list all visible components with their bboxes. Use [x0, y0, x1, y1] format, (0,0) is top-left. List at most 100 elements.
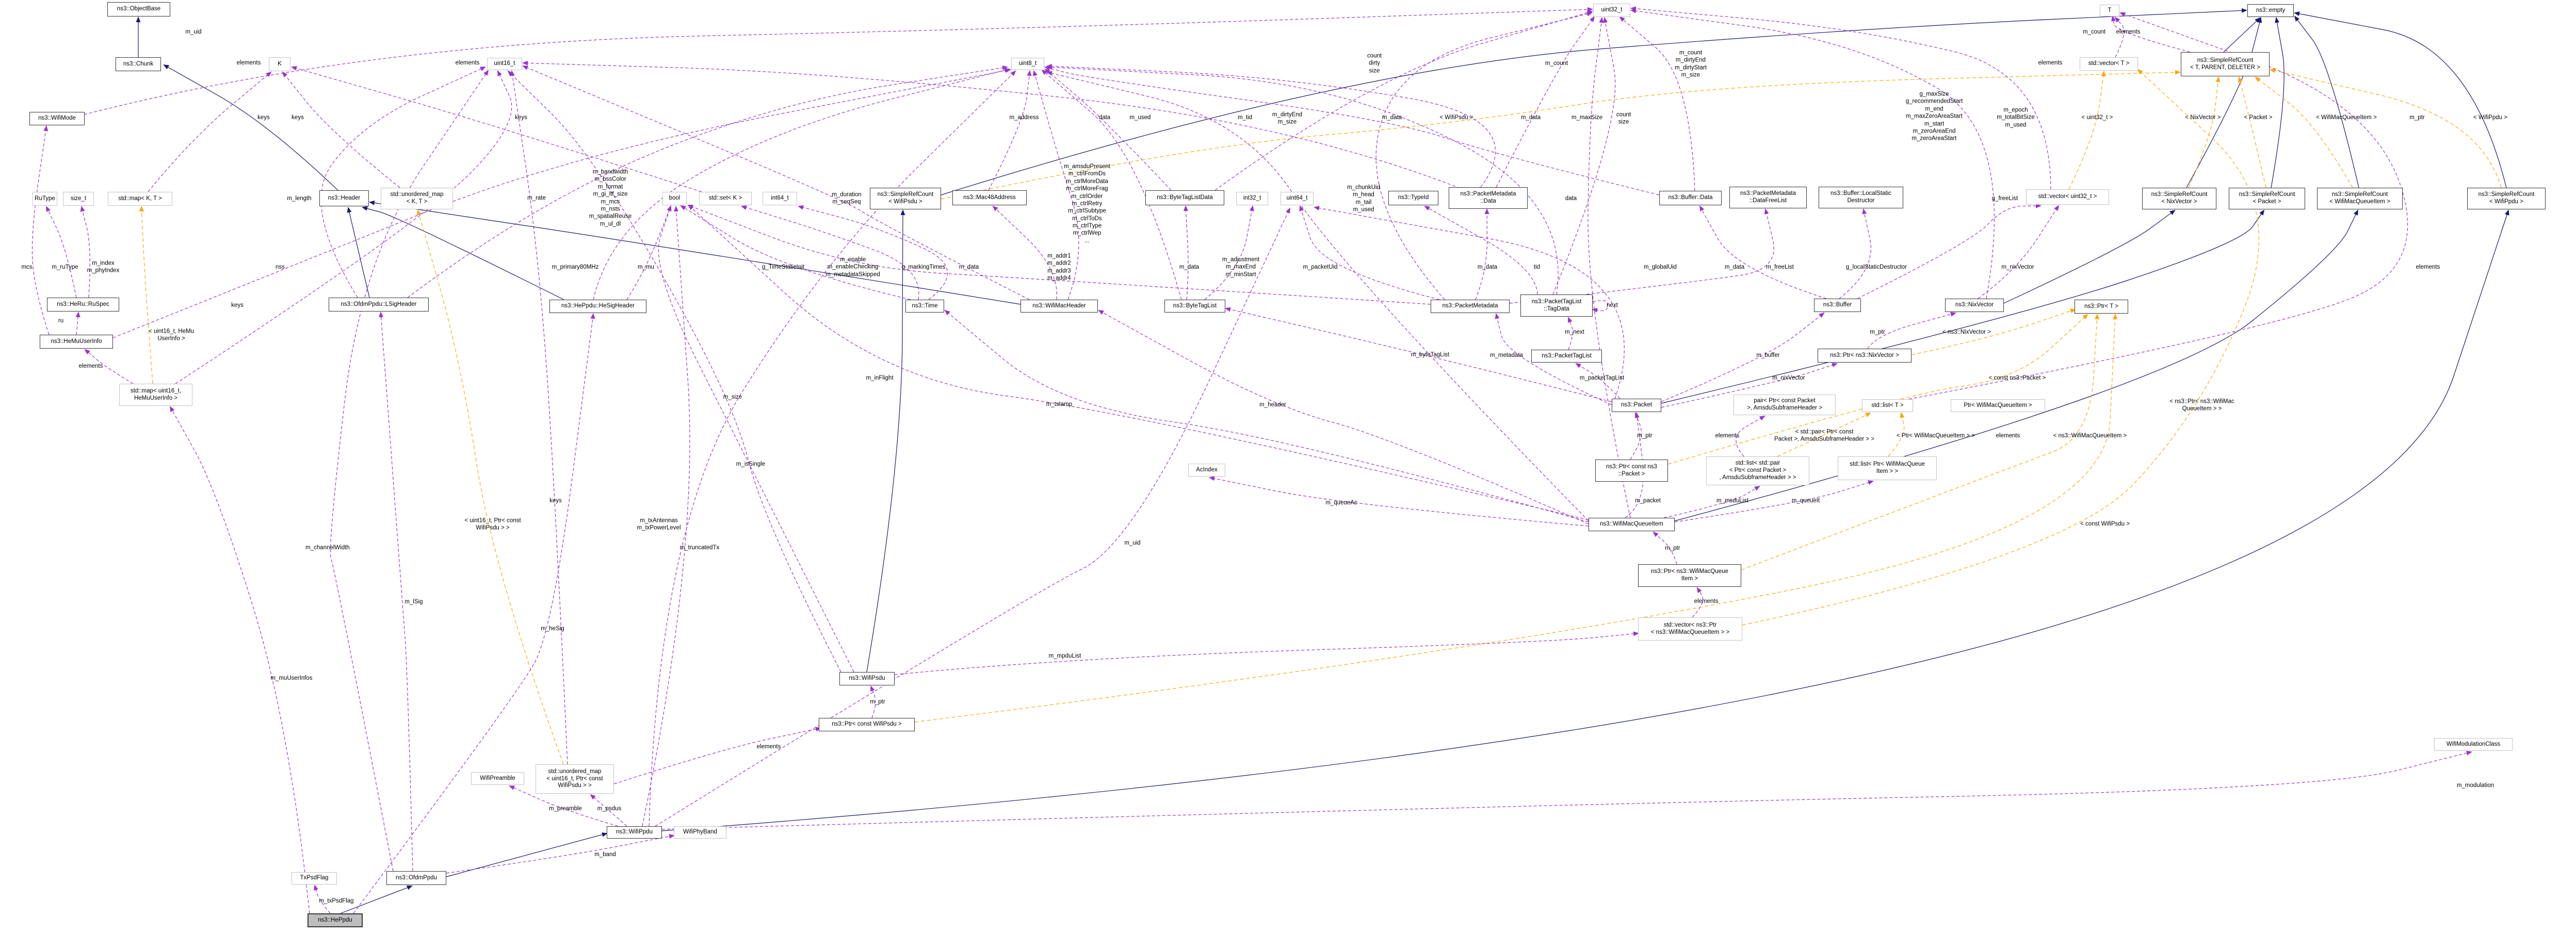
- class-node-typeid[interactable]: ns3::TypeId: [1388, 191, 1438, 205]
- class-node-buf_data[interactable]: ns3::Buffer::Data: [1659, 191, 1722, 205]
- class-node-bool_box[interactable]: bool: [662, 192, 687, 205]
- edge-label: < ns3::NixVector >: [1942, 329, 1991, 335]
- member-edge: [522, 60, 1461, 189]
- class-node-ptr_const_wifipsdu[interactable]: ns3::Ptr< const WifiPsdu >: [819, 718, 915, 731]
- edge-label: g_localStaticDestructor: [1845, 264, 1907, 270]
- class-node-wifippdu[interactable]: ns3::WifiPpdu: [607, 826, 662, 839]
- class-node-objectbase[interactable]: ns3::ObjectBase: [107, 2, 170, 17]
- class-node-txpsdflag[interactable]: TxPsdFlag: [291, 872, 337, 884]
- class-node-src_wmqi[interactable]: ns3::SimpleRefCount < WifiMacQueueItem >: [2317, 188, 2403, 209]
- member-edge: [1592, 300, 1609, 313]
- class-node-int64[interactable]: int64_t: [763, 192, 797, 205]
- class-node-src_wifippdu[interactable]: ns3::SimpleRefCount < WifiPpdu >: [2467, 188, 2546, 209]
- class-node-ptr_t[interactable]: ns3::Ptr< T >: [2075, 300, 2128, 314]
- class-node-src_tpd[interactable]: ns3::SimpleRefCount < T, PARENT, DELETER…: [2181, 52, 2270, 76]
- class-node-uint16[interactable]: uint16_t: [487, 58, 522, 70]
- class-node-int32[interactable]: int32_t: [1236, 192, 1268, 205]
- class-node-wmqi[interactable]: ns3::WifiMacQueueItem: [1589, 518, 1675, 531]
- edge-label: count dirty size: [1367, 53, 1382, 74]
- class-node-umap_kt[interactable]: std::unordered_map < K, T >: [381, 188, 453, 209]
- member-edge: [590, 794, 627, 827]
- edge-label: m_duration m_seqSeq: [832, 191, 862, 205]
- class-node-sizet[interactable]: size_t: [63, 192, 94, 206]
- class-node-pmd_data[interactable]: ns3::PacketMetadata ::Data: [1449, 187, 1528, 209]
- class-node-header[interactable]: ns3::Header: [319, 190, 369, 206]
- class-node-packet[interactable]: ns3::Packet: [1612, 399, 1661, 412]
- edge-label: keys: [257, 114, 270, 121]
- class-node-list_t[interactable]: std::list< T >: [1862, 399, 1913, 412]
- member-edge: [2111, 15, 2191, 53]
- class-node-set_k[interactable]: std::set< K >: [699, 192, 752, 205]
- edge-label: m_index m_phyIndex: [87, 260, 120, 274]
- edge-label: < WifiPpdu >: [2473, 114, 2507, 121]
- class-node-vector_t[interactable]: std::vector< T >: [2080, 57, 2138, 71]
- class-node-pmd_freelist[interactable]: ns3::PacketMetadata ::DataFreeList: [1729, 187, 1807, 208]
- edge-label: g_TimeStaticInit: [762, 264, 805, 270]
- class-node-chunk[interactable]: ns3::Chunk: [116, 57, 161, 71]
- class-node-hemu[interactable]: ns3::HeMuUserInfo: [40, 335, 113, 349]
- class-node-vec_ptr_wmqi[interactable]: std::vector< ns3::Ptr < ns3::WifiMacQueu…: [1638, 617, 1742, 641]
- class-node-pmd[interactable]: ns3::PacketMetadata: [1431, 300, 1510, 313]
- class-node-t_box[interactable]: T: [2100, 5, 2119, 17]
- class-node-ptr_wmqi_plain[interactable]: Ptr< WifiMacQueueItem >: [1951, 399, 2045, 412]
- edge-label: elements: [236, 59, 261, 66]
- inheritance-edge: [446, 832, 608, 877]
- class-node-map_kt[interactable]: std::map< K, T >: [108, 192, 172, 206]
- class-node-wifipsdu[interactable]: ns3::WifiPsdu: [839, 672, 895, 685]
- class-node-map_hemu[interactable]: std::map< uint16_t, HeMuUserInfo >: [119, 384, 192, 406]
- edge-label: elements: [1996, 432, 2020, 439]
- class-node-src_nix[interactable]: ns3::SimpleRefCount < NixVector >: [2142, 188, 2216, 209]
- member-edge: [1552, 17, 1616, 295]
- class-node-uint32[interactable]: uint32_t: [1593, 4, 1630, 17]
- class-node-heppdu[interactable]: ns3::HePpdu: [307, 913, 363, 927]
- class-node-lsig[interactable]: ns3::OfdmPpdu::LSigHeader: [329, 298, 429, 312]
- class-node-ptr_wmqi[interactable]: ns3::Ptr< ns3::WifiMacQueue Item >: [1638, 564, 1741, 587]
- inheritance-edge: [866, 209, 905, 673]
- class-node-time[interactable]: ns3::Time: [905, 300, 944, 313]
- class-node-wmh[interactable]: ns3::WifiMacHeader: [1020, 300, 1098, 313]
- class-node-ruspec[interactable]: ns3::HeRu::RuSpec: [47, 298, 119, 312]
- class-node-ptr_nix[interactable]: ns3::Ptr< ns3::NixVector >: [1818, 349, 1911, 363]
- class-node-empty[interactable]: ns3::empty: [2247, 4, 2294, 17]
- edge-label: m_ruType: [52, 264, 78, 270]
- class-node-buffer[interactable]: ns3::Buffer: [1814, 299, 1861, 312]
- class-node-uint64[interactable]: uint64_t: [1281, 192, 1314, 205]
- member-edge: [291, 66, 702, 192]
- edge-label: elements: [2038, 59, 2063, 66]
- class-node-wifimodclass[interactable]: WifiModulationClass: [2434, 738, 2513, 751]
- class-node-acindex[interactable]: AcIndex: [1188, 464, 1225, 477]
- class-node-ptl[interactable]: ns3::PacketTagList: [1531, 350, 1602, 363]
- class-node-uint8[interactable]: uint8_t: [1011, 58, 1044, 70]
- class-node-nix[interactable]: ns3::NixVector: [1945, 299, 2004, 312]
- class-node-vec_u32[interactable]: std::vector< uint32_t >: [2026, 189, 2109, 205]
- class-node-wifipreamble[interactable]: WifiPreamble: [471, 772, 524, 785]
- edge-label: m_next: [1565, 329, 1584, 335]
- edge-label: m_packetUid: [1303, 264, 1338, 270]
- class-node-hesig[interactable]: ns3::HePpdu::HeSigHeader: [549, 300, 646, 313]
- class-node-src_packet[interactable]: ns3::SimpleRefCount < Packet >: [2229, 188, 2305, 209]
- class-node-umap_psdu[interactable]: std::unordered_map < uint16_t, Ptr< cons…: [536, 764, 614, 794]
- class-node-mac48[interactable]: ns3::Mac48Address: [952, 190, 1027, 205]
- class-node-list_ptr_wmqi[interactable]: std::list< Ptr< WifiMacQueue Item > >: [1838, 456, 1937, 480]
- edge-label: m_data: [1477, 264, 1498, 270]
- member-edge: [988, 70, 1032, 191]
- member-edge: [798, 205, 948, 300]
- class-node-wifimode[interactable]: ns3::WifiMode: [29, 112, 85, 125]
- class-node-pair_box[interactable]: pair< Ptr< const Packet >, AmsduSubframe…: [1733, 395, 1836, 415]
- class-node-btl[interactable]: ns3::ByteTagList: [1164, 300, 1225, 313]
- class-node-src_wifipsdu[interactable]: ns3::SimpleRefCount < WifiPsdu >: [870, 188, 941, 209]
- class-node-k_box[interactable]: K: [269, 57, 290, 71]
- class-node-list_pair[interactable]: std::list< std::pair < Ptr< const Packet…: [1706, 456, 1809, 485]
- class-node-buf_lsd[interactable]: ns3::Buffer::LocalStatic Destructor: [1819, 187, 1903, 208]
- template-edge: [2238, 76, 2266, 188]
- edge-label: m_bandwidth m_bssColor m_format m_gi_ltf…: [589, 169, 632, 227]
- member-edge: [1867, 312, 1956, 349]
- class-node-ofdmppdu[interactable]: ns3::OfdmPpdu: [386, 871, 446, 885]
- class-node-wifiphyband[interactable]: WifiPhyBand: [674, 826, 726, 839]
- edge-label: m_count: [2082, 28, 2106, 35]
- class-node-ptr_const_packet[interactable]: ns3::Ptr< const ns3 ::Packet >: [1595, 460, 1668, 482]
- class-node-tagdata[interactable]: ns3::PacketTagList ::TagData: [1520, 294, 1593, 317]
- class-node-btld[interactable]: ns3::ByteTagListData: [1145, 190, 1224, 205]
- class-node-rutype[interactable]: RuType: [33, 192, 57, 206]
- member-edge: [1568, 317, 1573, 350]
